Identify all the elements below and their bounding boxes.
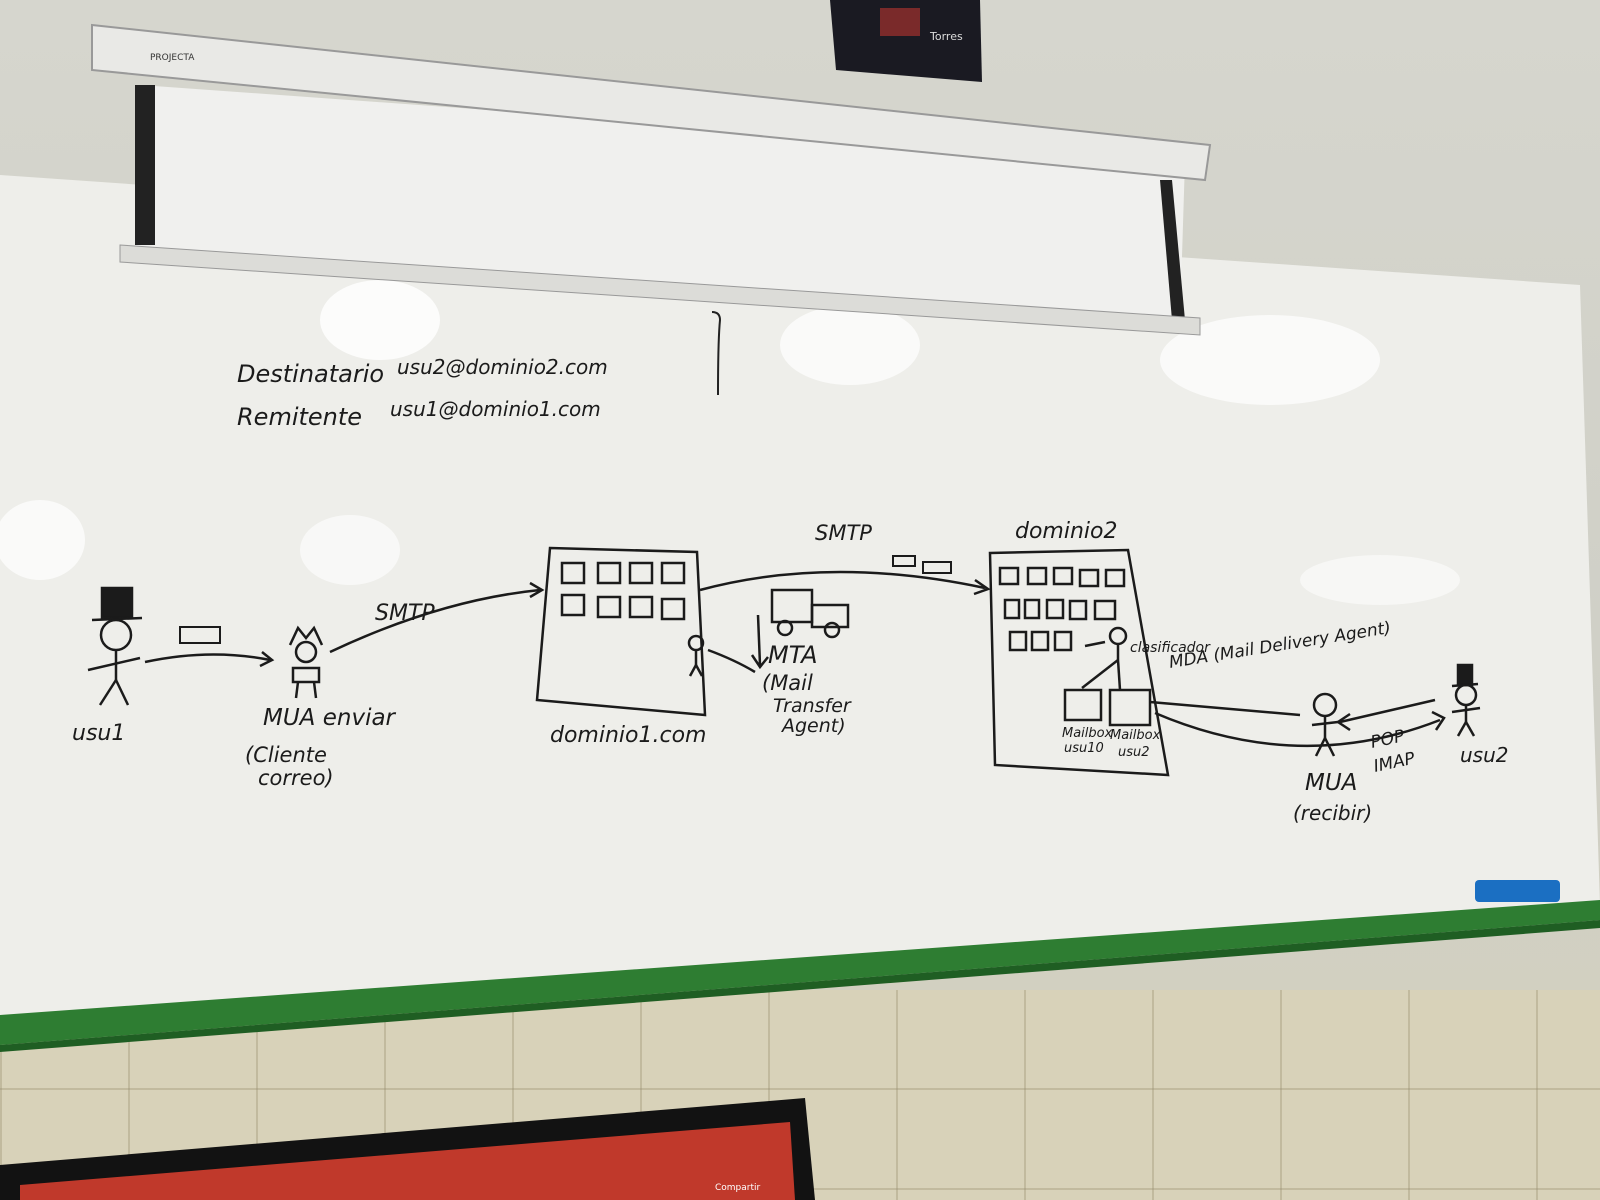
sender-value: usu1@dominio1.com [390,397,601,421]
eraser [1475,880,1560,902]
projector-brand: PROJECTA [150,53,195,63]
clasificador-label: clasificador [1130,640,1211,656]
usu2-figure [1451,663,1481,737]
mua-sender-sub2: correo) [258,766,334,790]
mailbox-usu2-line2: usu2 [1118,745,1150,760]
monitor-share-label: Compartir [715,1183,761,1193]
mta-line2: Transfer [773,695,852,717]
truck-icon [750,588,850,670]
usu1-label: usu1 [72,721,125,746]
mta-line3: Agent) [780,715,846,737]
mta-line1: (Mail [762,671,813,695]
mua-sender-figure [288,625,324,699]
poster: Torres [830,0,982,82]
recipient-label: Destinatario [237,360,384,388]
server-dominio2 [988,548,1170,777]
server-dominio1 [535,546,707,717]
projector-screen: PROJECTA [91,23,1212,396]
mta-title: MTA [768,641,818,669]
monitor: Compartir [0,1098,815,1200]
mua-receiver-figure [1311,692,1339,757]
smtp-label-2: SMTP [815,521,872,545]
usu1-figure [87,586,143,706]
mailbox-usu10-line2: usu10 [1064,741,1104,756]
usu2-label: usu2 [1460,743,1509,767]
mua-receiver-label: MUA [1305,770,1357,796]
whiteboard [0,175,1600,1052]
poster-text: Torres [929,30,963,43]
mua-receiver-sub: (recibir) [1293,801,1372,825]
recipient-value: usu2@dominio2.com [397,355,608,379]
mailbox-usu2-line1: Mailbox [1110,728,1161,743]
server-dominio1-label: dominio1.com [550,723,706,748]
mua-sender-label: MUA enviar [263,705,397,731]
mailbox-usu10-line1: Mailbox [1062,726,1113,741]
sender-label: Remitente [237,403,362,431]
server-dominio2-label: dominio2 [1015,519,1117,544]
mua-sender-sub1: (Cliente [245,743,327,767]
